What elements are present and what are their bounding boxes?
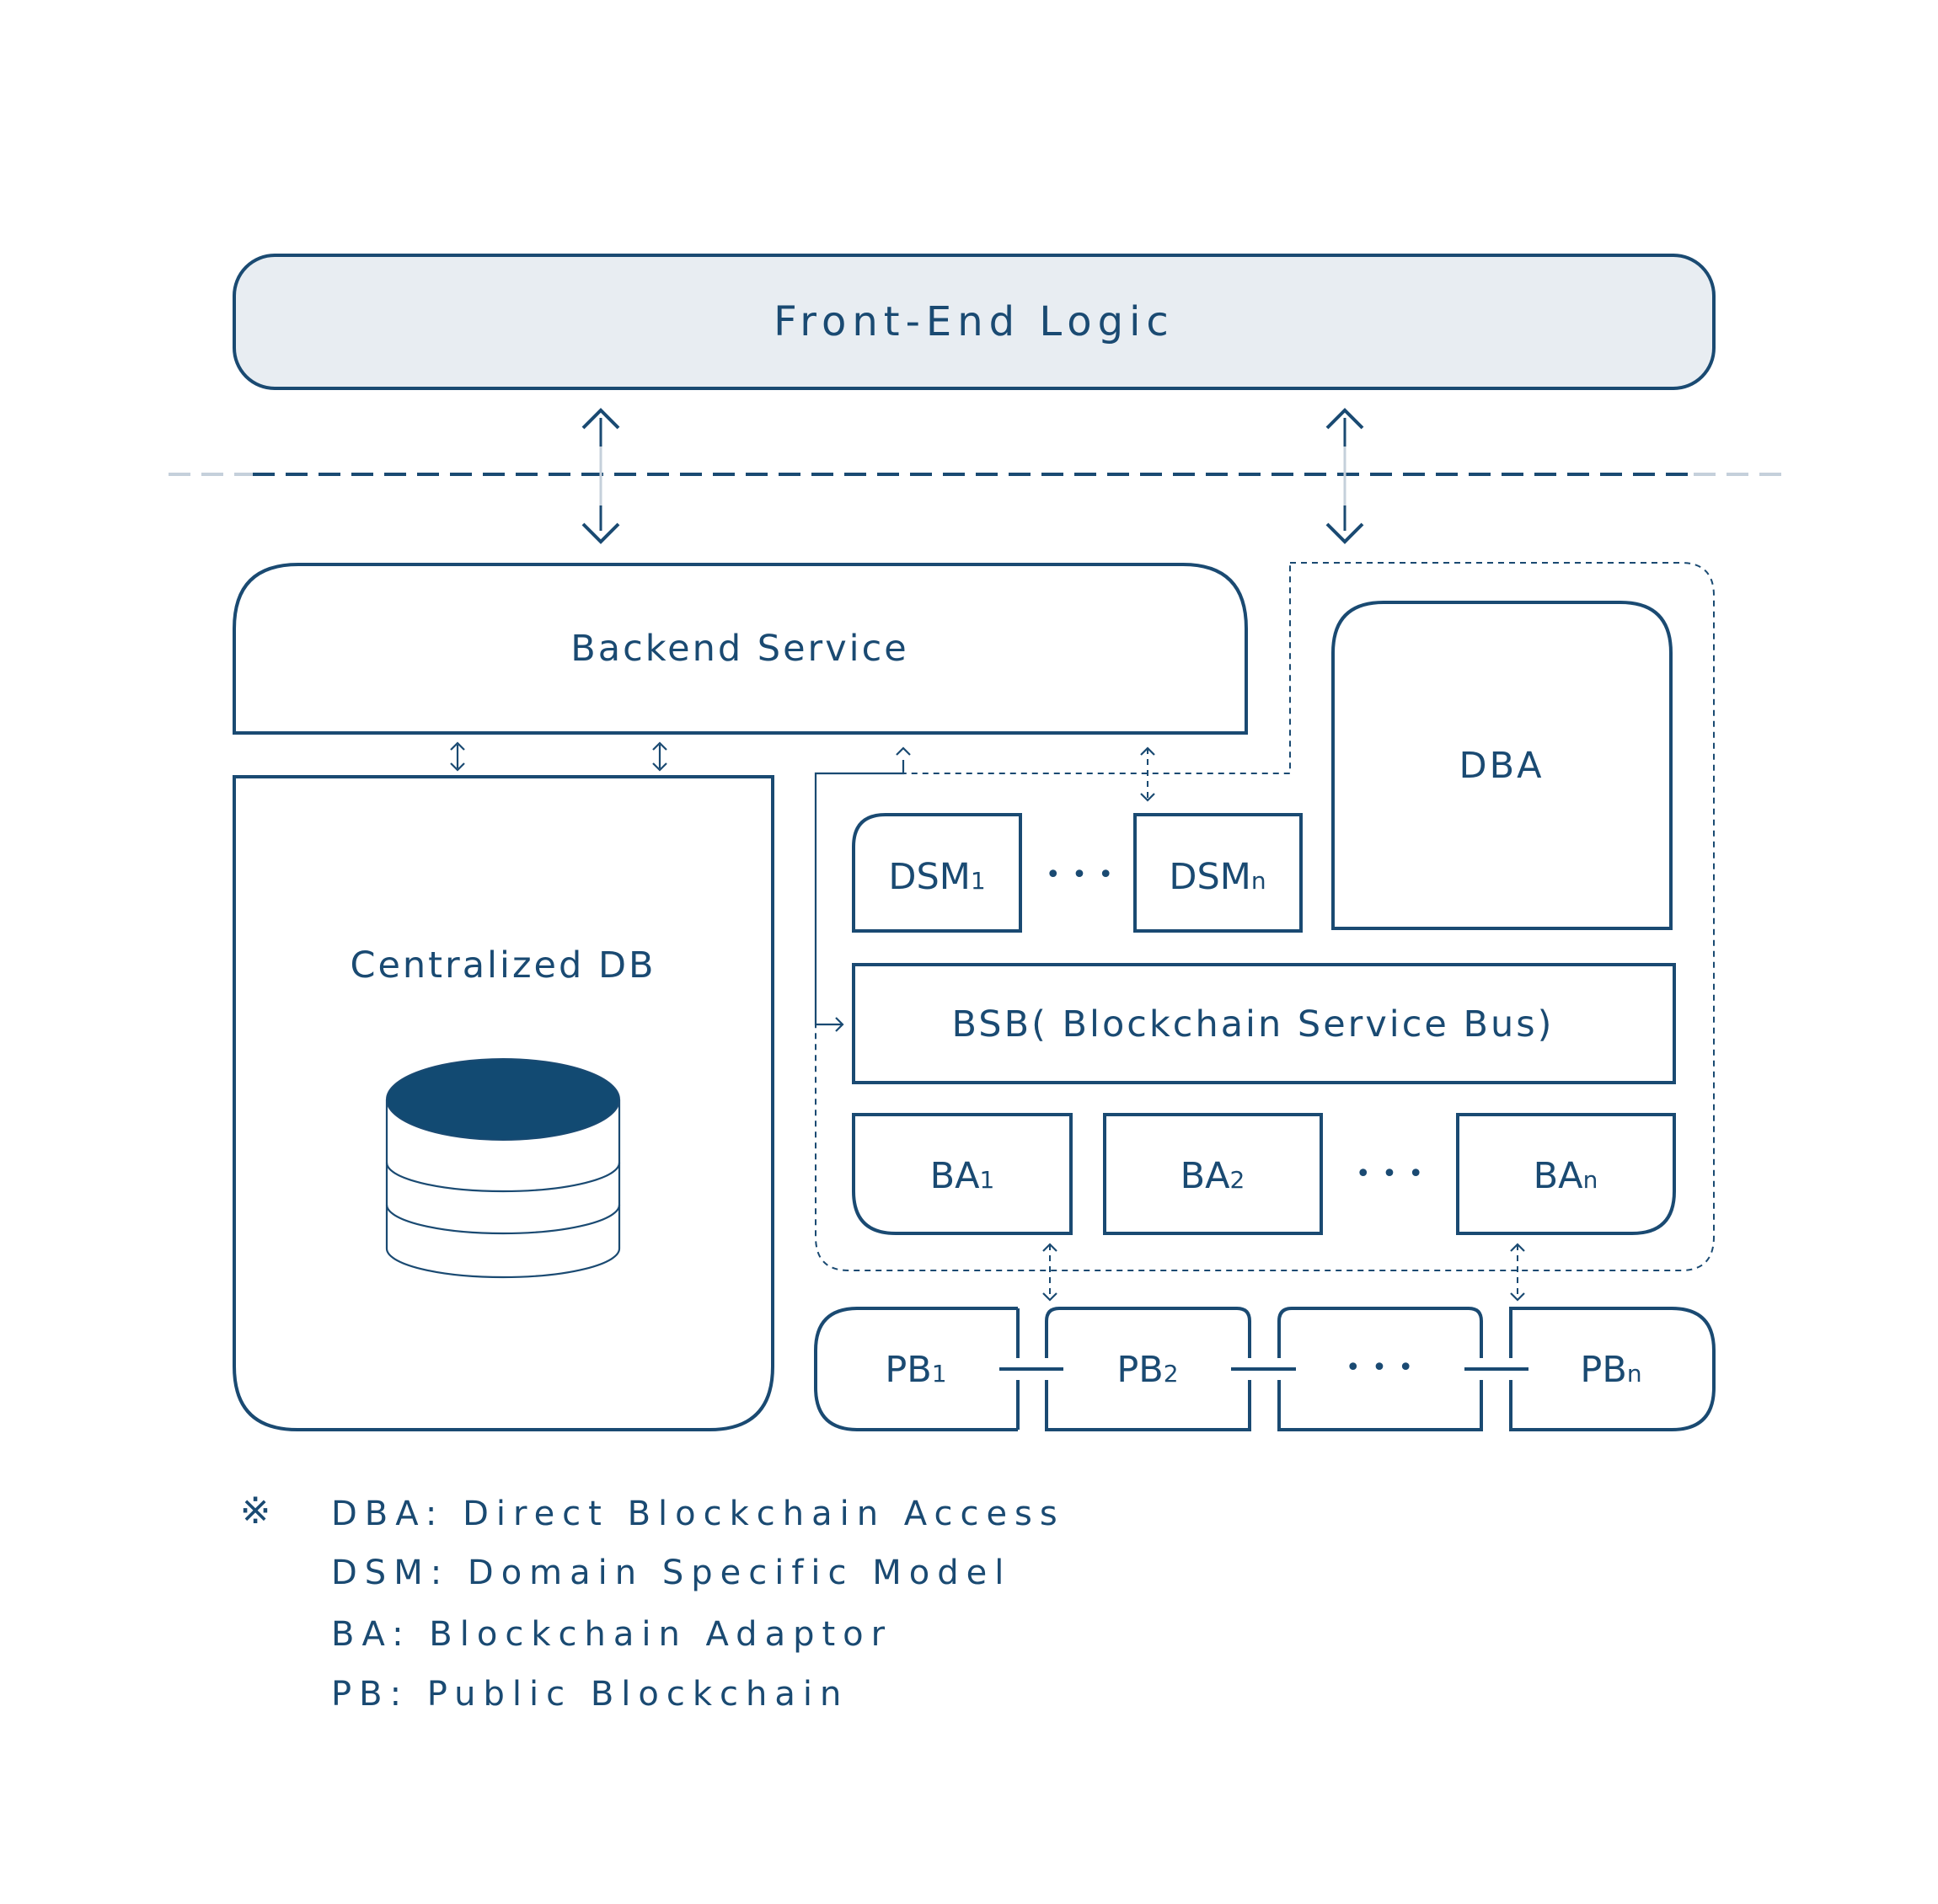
ba-n-label: BAn — [1534, 1155, 1598, 1197]
pb-n-label: PBn — [1580, 1349, 1641, 1391]
centralized-db-label: Centralized DB — [350, 944, 656, 987]
pb-2-block: PB2 — [1045, 1307, 1251, 1431]
bsb-label: BSB( Blockchain Service Bus) — [952, 1003, 1555, 1046]
centralized-db-block: Centralized DB — [233, 775, 774, 1431]
backend-service-block: Backend Service — [233, 563, 1248, 735]
legend-item-pb: PB: Public Blockchain — [331, 1675, 849, 1714]
connector-backend-bsb — [814, 746, 911, 1032]
arrow-backend-db-left — [450, 741, 465, 772]
dba-block: DBA — [1331, 601, 1673, 930]
ba-n-block: BAn — [1456, 1113, 1676, 1235]
ba-1-block: BA1 — [852, 1113, 1073, 1235]
legend-item-dba: DBA: Direct Blockchain Access — [331, 1495, 1065, 1533]
arrow-ban-pbn — [1510, 1243, 1525, 1302]
dsm-n-label: DSMn — [1169, 856, 1266, 898]
legend: ※ DBA: Direct Blockchain Access DSM: Dom… — [240, 1490, 1065, 1714]
legend-item-ba: BA: Blockchain Adaptor — [331, 1615, 892, 1654]
blockchain-region-outline — [815, 562, 1715, 1271]
arrow-ba1-pb — [1042, 1243, 1057, 1302]
arrow-frontend-dba — [1325, 408, 1364, 544]
dsm-n-block: DSMn — [1133, 813, 1303, 933]
pb-1-block: PB1 — [814, 1307, 1020, 1431]
bsb-block: BSB( Blockchain Service Bus) — [852, 963, 1676, 1084]
arrow-backend-db-right — [652, 741, 667, 772]
dsm-1-block: DSM1 — [852, 813, 1022, 933]
front-end-logic-label: Front-End Logic — [774, 298, 1175, 345]
pb-ellipsis: • • • — [1346, 1353, 1415, 1383]
backend-service-label: Backend Service — [570, 628, 908, 670]
arrow-frontend-backend — [581, 408, 620, 544]
pb-ellipsis-block: • • • — [1277, 1307, 1483, 1431]
dba-label: DBA — [1459, 745, 1544, 787]
pb-n-block: PBn — [1509, 1307, 1716, 1431]
arrow-backend-dsmn — [1140, 746, 1155, 802]
database-icon — [385, 1058, 621, 1279]
front-end-logic-block: Front-End Logic — [233, 254, 1716, 390]
ba-1-label: BA1 — [930, 1155, 995, 1197]
dsm-1-label: DSM1 — [888, 856, 985, 898]
legend-item-dsm: DSM: Domain Specific Model — [331, 1554, 1011, 1592]
pb-1-label: PB1 — [885, 1349, 946, 1391]
pb-2-label: PB2 — [1116, 1349, 1178, 1391]
ba-ellipsis: • • • — [1356, 1159, 1425, 1189]
ba-2-block: BA2 — [1103, 1113, 1323, 1235]
ba-2-label: BA2 — [1180, 1155, 1245, 1197]
dsm-ellipsis: • • • — [1046, 860, 1115, 890]
legend-marker: ※ — [240, 1490, 271, 1532]
